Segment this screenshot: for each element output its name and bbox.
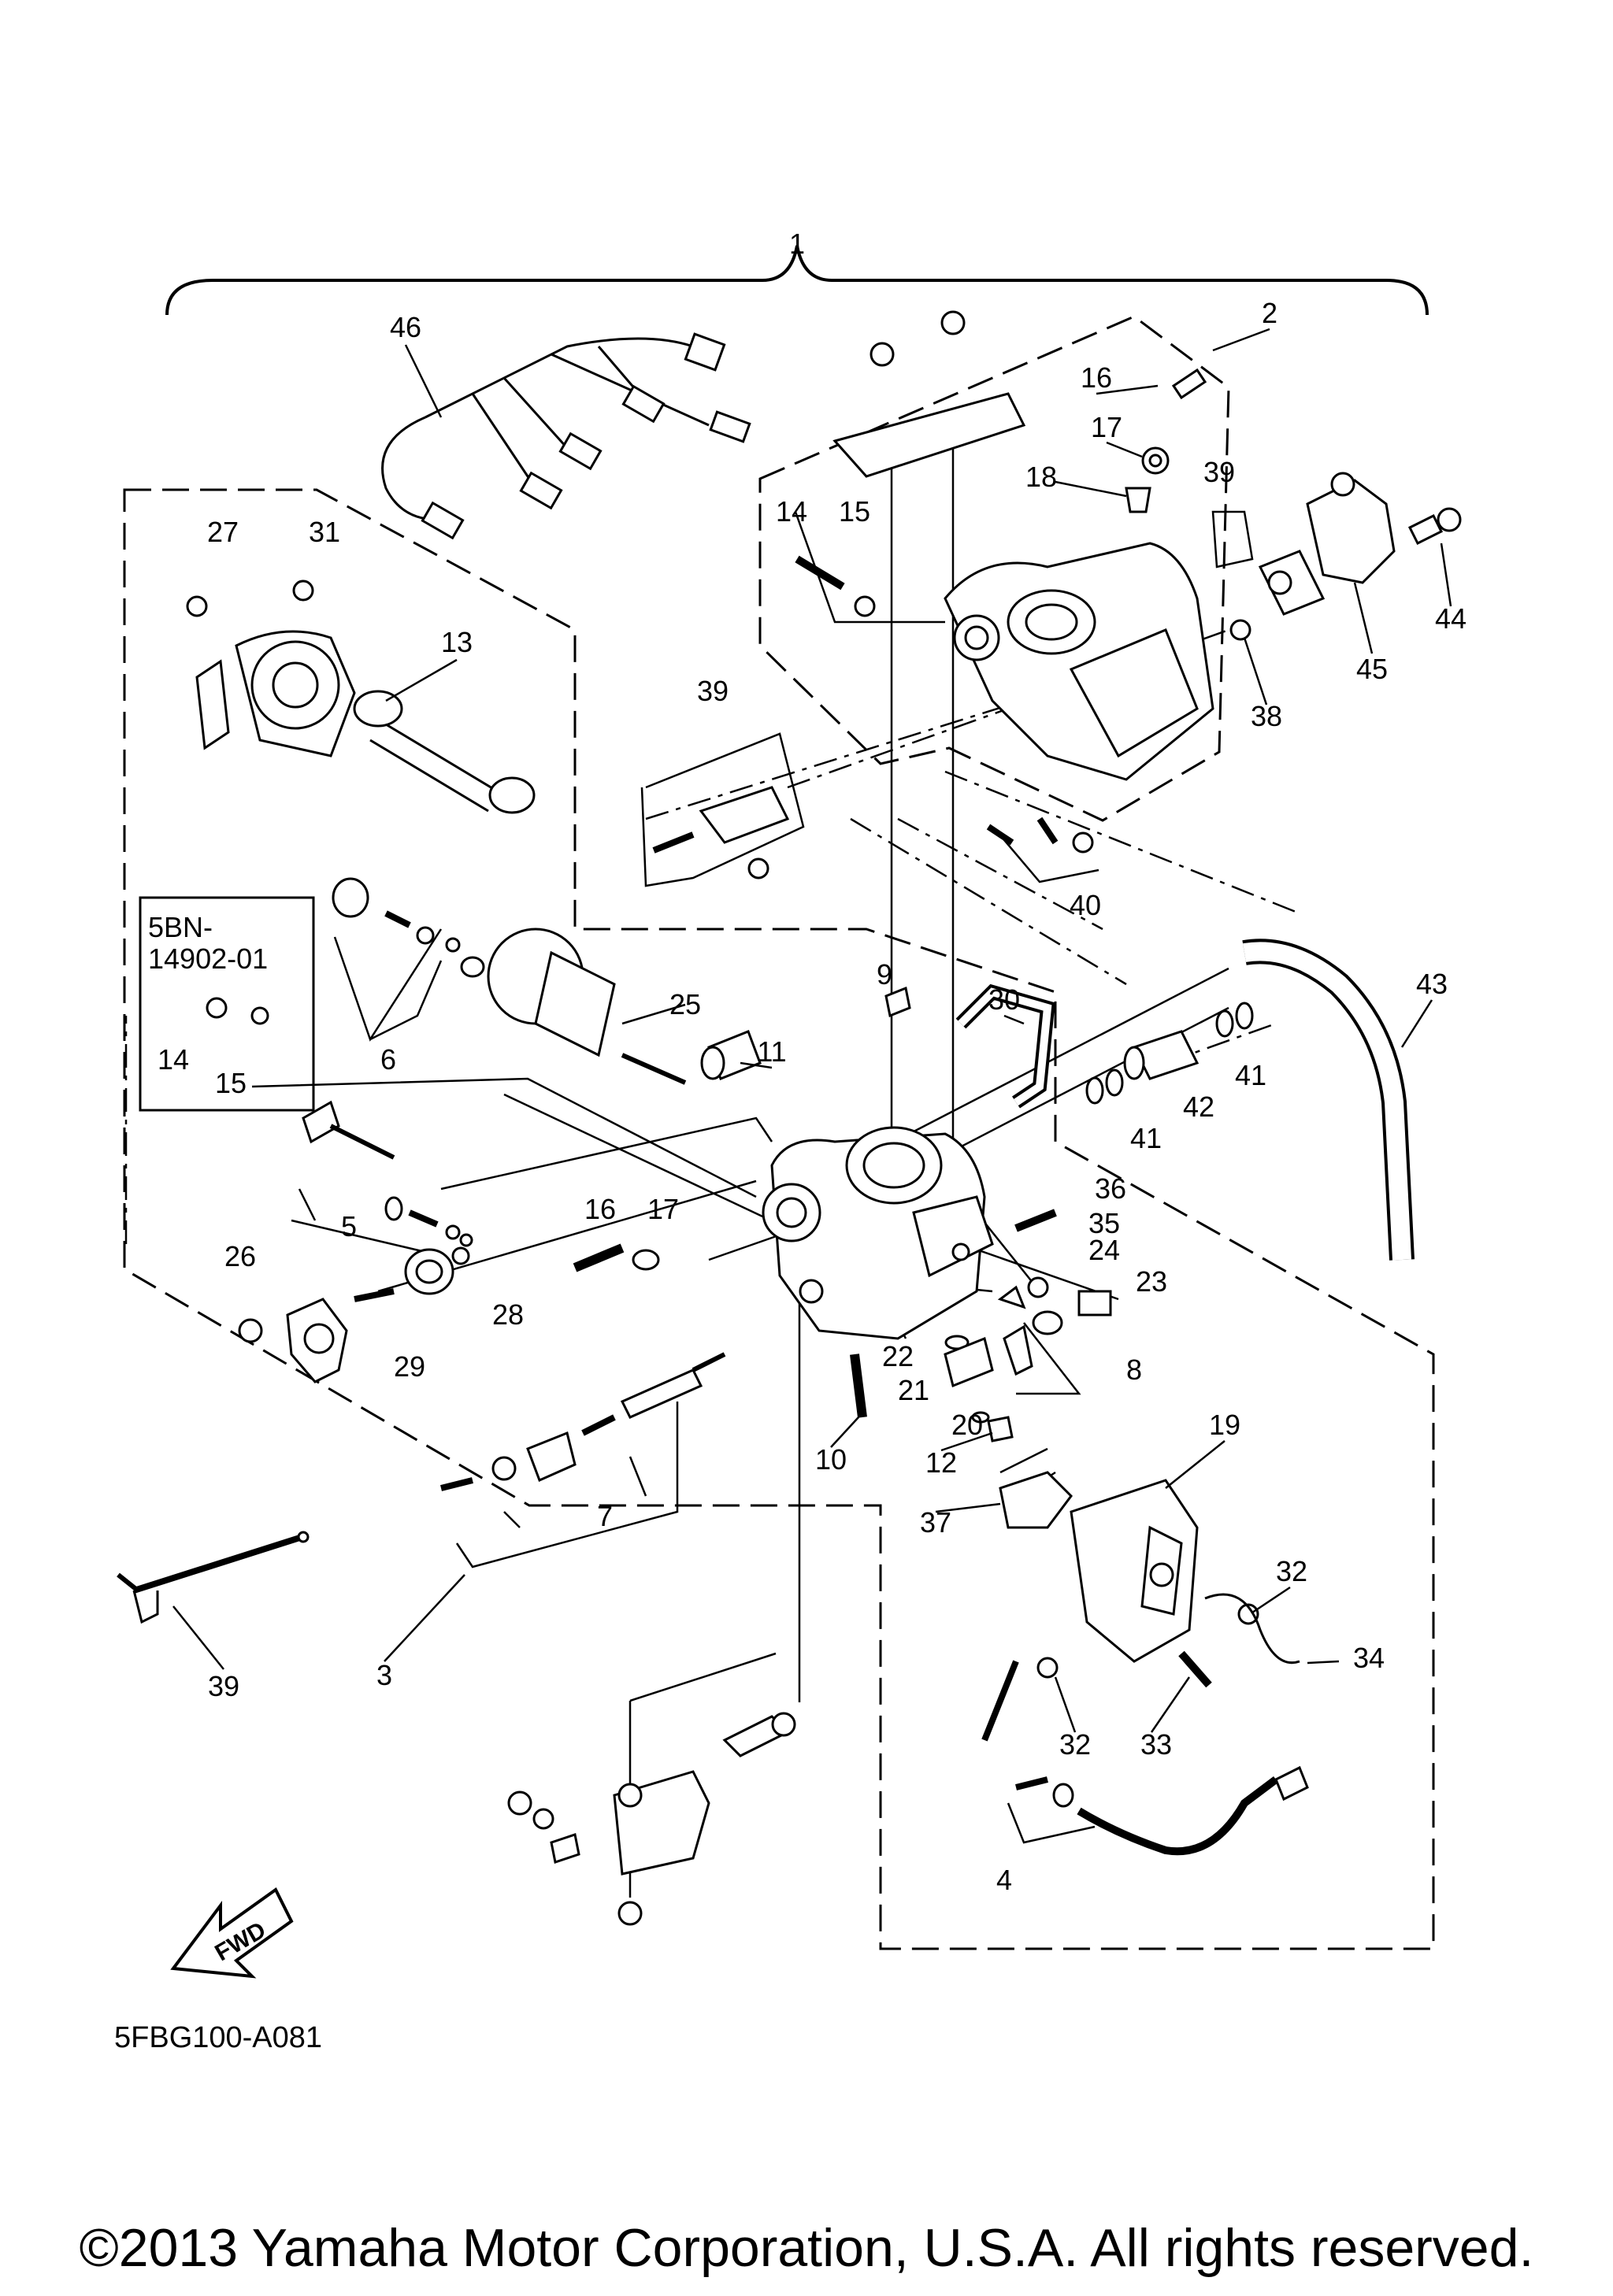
linkage-39 <box>652 786 790 880</box>
callout-14-inset: 14 <box>158 1043 189 1076</box>
part-11 <box>700 1030 762 1080</box>
callout-45: 45 <box>1356 653 1388 685</box>
inset-label-line2: 14902-01 <box>148 942 268 975</box>
callout-41: 41 <box>1235 1059 1266 1091</box>
part-4-line <box>1015 1765 1309 1856</box>
callout-29: 29 <box>394 1350 425 1383</box>
parts-26-29 <box>238 1288 395 1383</box>
callout-33: 33 <box>1140 1728 1172 1761</box>
callout-39-upper: 39 <box>1203 456 1235 488</box>
copyright-notice: ©2013 Yamaha Motor Corporation, U.S.A. A… <box>79 2218 1534 2278</box>
inset-label-line1: 5BN- <box>148 911 213 943</box>
callout-31: 31 <box>309 516 340 548</box>
callout-25: 25 <box>669 988 701 1020</box>
callout-23: 23 <box>1136 1265 1167 1298</box>
callout-46: 46 <box>390 311 421 343</box>
callout-27: 27 <box>207 516 239 548</box>
top-bracket <box>832 310 1026 478</box>
callout-17: 17 <box>1091 411 1122 443</box>
fwd-arrow: FWD <box>170 1887 294 1979</box>
tps-sensor <box>1229 472 1462 641</box>
callout-43: 43 <box>1416 968 1448 1000</box>
callout-28: 28 <box>492 1298 524 1331</box>
parts-10-12-20-21-22 <box>850 1285 1033 1442</box>
part-5 <box>302 1100 473 1247</box>
callout-15: 15 <box>215 1067 247 1099</box>
callout-30: 30 <box>988 983 1020 1016</box>
springs-40 <box>986 817 1094 854</box>
exploded-view-svg: 5BN- 14902-01 FWD 5FBG100-A081 1 2 3 4 5… <box>114 228 1467 2054</box>
bottom-bracket <box>507 1712 796 1926</box>
callout-39: 39 <box>208 1670 239 1702</box>
parts-32-33-34 <box>981 1593 1300 1742</box>
callout-9: 9 <box>877 958 892 991</box>
dashed-outlines <box>123 315 1435 1950</box>
diaphragm-piston <box>206 877 687 1085</box>
part-9 <box>884 986 911 1018</box>
callout-6: 6 <box>380 1043 396 1076</box>
part-42 <box>1085 1002 1254 1105</box>
callout-19: 19 <box>1209 1409 1240 1441</box>
callout-17-lower: 17 <box>647 1193 679 1225</box>
callout-12: 12 <box>925 1446 957 1479</box>
upper-carburetor <box>944 542 1214 781</box>
callout-10: 10 <box>815 1443 847 1476</box>
callout-11: 11 <box>757 1035 786 1068</box>
callout-16: 16 <box>1081 361 1112 394</box>
parts-23-24-35 <box>1027 1276 1112 1335</box>
callout-40: 40 <box>1070 889 1101 921</box>
hose-43 <box>1242 939 1415 1261</box>
part-36 <box>1014 1209 1057 1232</box>
callout-5: 5 <box>341 1210 357 1242</box>
part-39-rod <box>117 1531 310 1624</box>
parts-16-17-lower <box>573 1243 660 1272</box>
drawing-code: 5FBG100-A081 <box>114 2021 322 2054</box>
callout-32-lower: 32 <box>1059 1728 1091 1761</box>
callout-26: 26 <box>224 1240 256 1272</box>
callout-3: 3 <box>376 1659 392 1691</box>
callout-41-lower: 41 <box>1130 1122 1162 1154</box>
part-7 <box>440 1352 726 1491</box>
callout-leaders <box>172 328 1452 1733</box>
callout-39-mid: 39 <box>697 675 729 707</box>
part-37 <box>999 1471 1073 1529</box>
callout-15-inset: 15 <box>839 495 870 528</box>
callout-18: 18 <box>1025 461 1057 493</box>
callout-7: 7 <box>597 1500 613 1532</box>
part-28 <box>404 1246 470 1295</box>
callout-24: 24 <box>1088 1234 1120 1266</box>
callout-22: 22 <box>882 1340 914 1372</box>
callout-44: 44 <box>1435 602 1467 635</box>
callout-32: 32 <box>1276 1555 1307 1587</box>
callout-38: 38 <box>1251 700 1282 732</box>
callout-20: 20 <box>951 1409 983 1441</box>
main-carburetor <box>762 1126 994 1340</box>
part-callouts: 1 2 3 4 5 6 7 8 9 10 11 12 13 14 15 16 1… <box>158 228 1467 1896</box>
tube-30 <box>955 983 1055 1109</box>
callout-35: 35 <box>1088 1207 1120 1239</box>
callout-8: 8 <box>1126 1354 1142 1386</box>
callout-2: 2 <box>1262 297 1277 329</box>
callout-34: 34 <box>1353 1642 1385 1674</box>
inset-box: 5BN- 14902-01 <box>139 896 315 1112</box>
assembly-brace <box>165 245 1429 316</box>
callout-14: 14 <box>776 495 807 528</box>
callout-16-lower: 16 <box>584 1193 616 1225</box>
callout-36: 36 <box>1095 1172 1126 1205</box>
part-19 <box>1070 1479 1199 1663</box>
callout-4: 4 <box>996 1864 1012 1896</box>
wiring-harness <box>381 332 751 540</box>
upper-screws <box>795 368 1207 617</box>
callout-42: 42 <box>1183 1091 1214 1123</box>
callout-21: 21 <box>898 1374 929 1406</box>
parts <box>117 310 1462 1926</box>
callout-1: 1 <box>789 228 805 260</box>
callout-13: 13 <box>441 626 473 658</box>
intake-cover <box>186 580 536 814</box>
